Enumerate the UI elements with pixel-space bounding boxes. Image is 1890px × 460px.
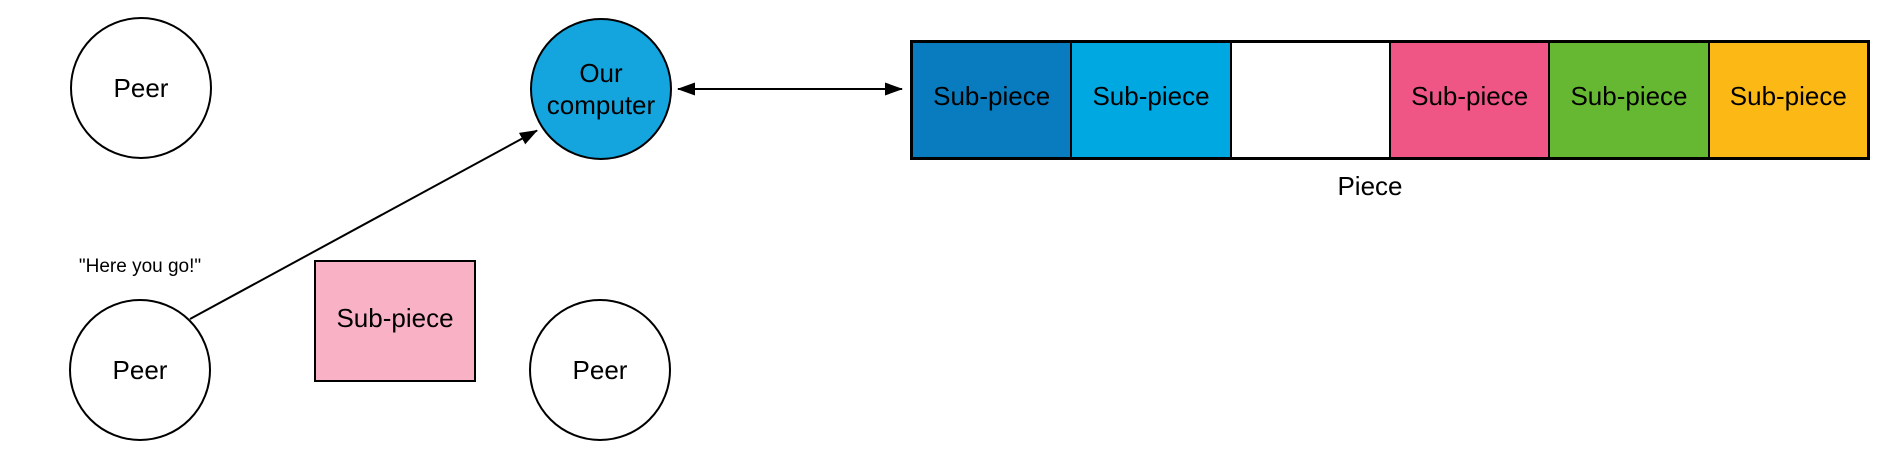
peer-label: Peer: [572, 354, 628, 385]
piece-bar-segment: Sub-piece: [1548, 43, 1708, 157]
peer-node-bottom-middle: Peer: [529, 299, 671, 441]
speech-text: "Here you go!": [78, 256, 202, 277]
piece-bar-segment: Sub-piece: [1388, 43, 1549, 157]
peer-node-top-left: Peer: [70, 17, 212, 159]
peer-label: Peer: [112, 354, 168, 385]
piece-bar-segment: [1229, 43, 1389, 157]
piece-bar-segment: Sub-piece: [1707, 43, 1867, 157]
piece-bar-segment: Sub-piece: [913, 43, 1071, 157]
piece-bar-segment: Sub-piece: [1070, 43, 1230, 157]
our-computer-node: Our computer: [530, 18, 672, 160]
transfer-sub-piece-box: Sub-piece: [314, 260, 476, 382]
our-computer-label: Our computer: [547, 57, 655, 121]
peer-node-bottom-left: Peer: [69, 299, 211, 441]
peer-label: Peer: [113, 72, 169, 103]
our-computer-label-line1: Our: [579, 58, 623, 88]
transfer-sub-piece-label: Sub-piece: [336, 302, 454, 333]
piece-label: Piece: [1337, 171, 1403, 201]
our-computer-label-line2: computer: [546, 90, 656, 120]
